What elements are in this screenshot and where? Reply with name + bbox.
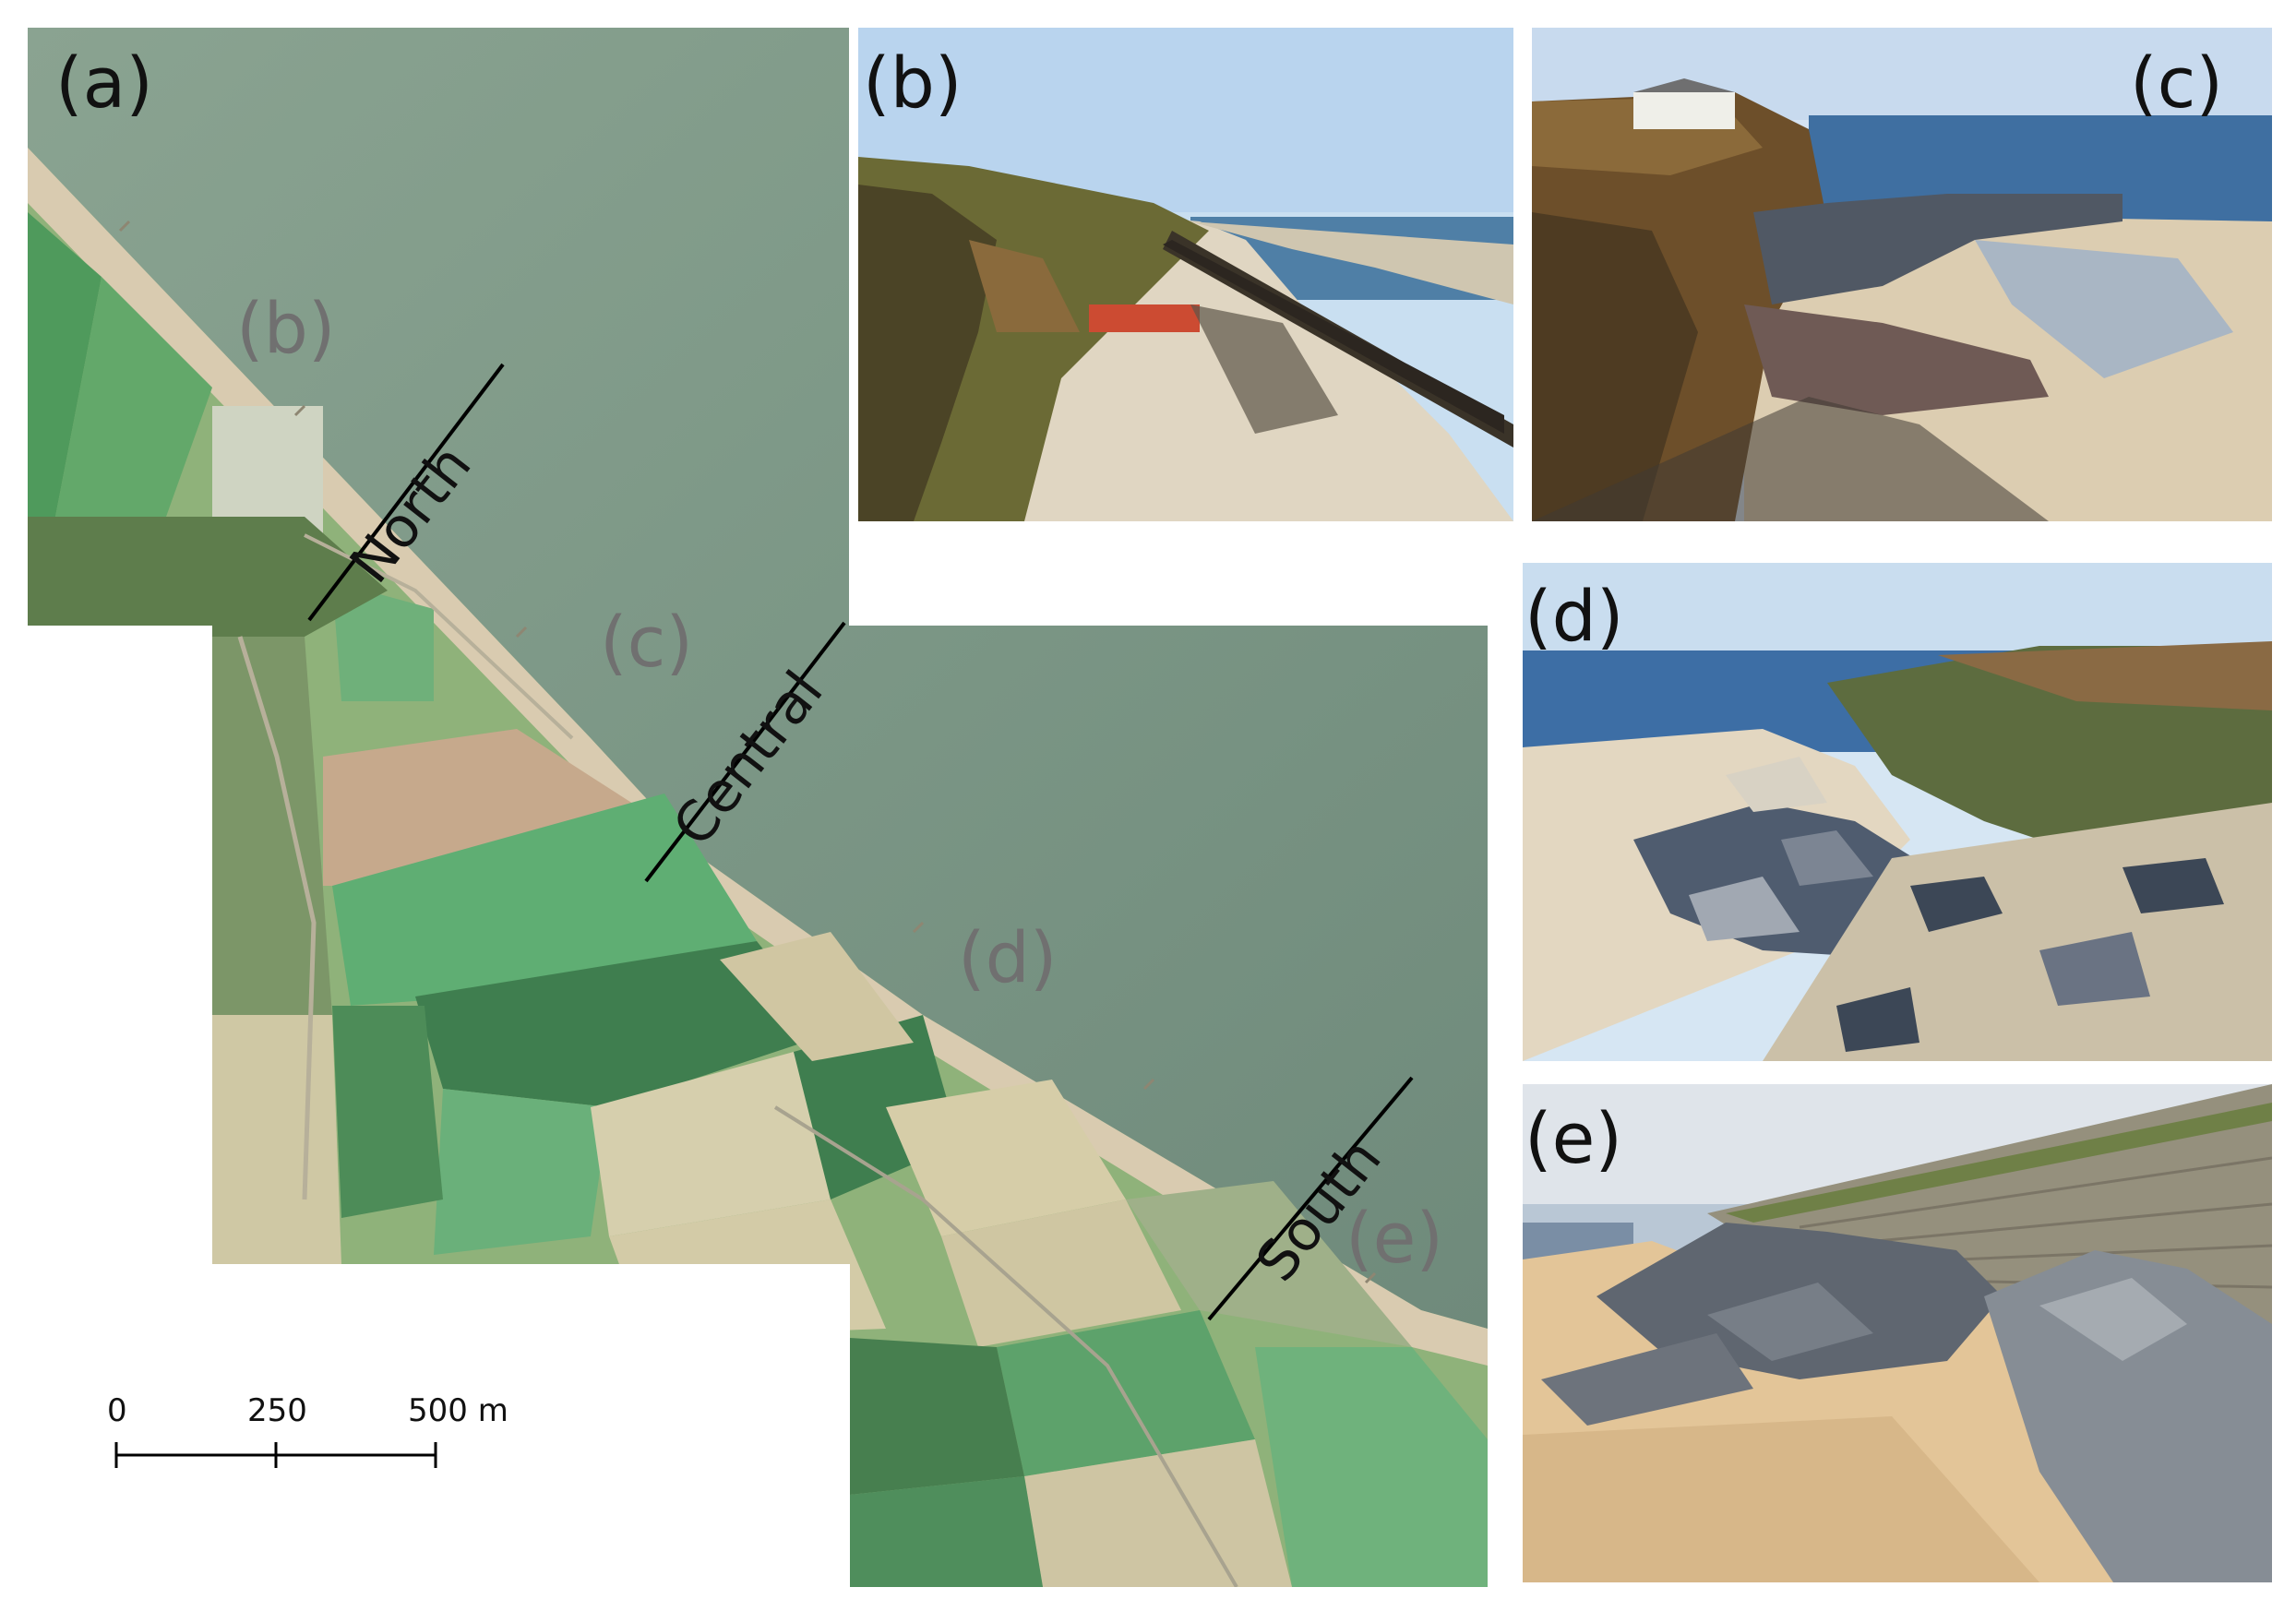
panel-label-e: (e) (1525, 1097, 1623, 1179)
scale-tick-0: 0 (107, 1392, 127, 1429)
scale-tick-500: 500 m (408, 1392, 508, 1429)
photo-c-image (1532, 28, 2272, 521)
zone-boundaries (307, 363, 1414, 1321)
photo-d (1523, 563, 2272, 1061)
photo-e-image (1523, 1084, 2272, 1582)
photo-b (858, 28, 1513, 521)
map-site-label-c: (c) (600, 601, 694, 683)
photo-c (1532, 28, 2272, 521)
scale-tick-250: 250 (247, 1392, 307, 1429)
panel-label-b: (b) (863, 42, 963, 124)
south-zone-line (1207, 1076, 1414, 1321)
map-site-label-e: (e) (1345, 1197, 1444, 1279)
photo-d-image (1523, 563, 2272, 1061)
panel-label-d: (d) (1525, 575, 1624, 657)
scale-bar (114, 1442, 437, 1468)
map-site-label-b: (b) (236, 287, 336, 369)
photo-b-image (858, 28, 1513, 521)
photo-e (1523, 1084, 2272, 1582)
panel-label-c: (c) (2130, 42, 2224, 124)
map-site-label-d: (d) (958, 916, 1058, 998)
panel-label-a: (a) (55, 42, 153, 124)
central-zone-line (644, 621, 846, 883)
north-zone-line (307, 363, 505, 622)
